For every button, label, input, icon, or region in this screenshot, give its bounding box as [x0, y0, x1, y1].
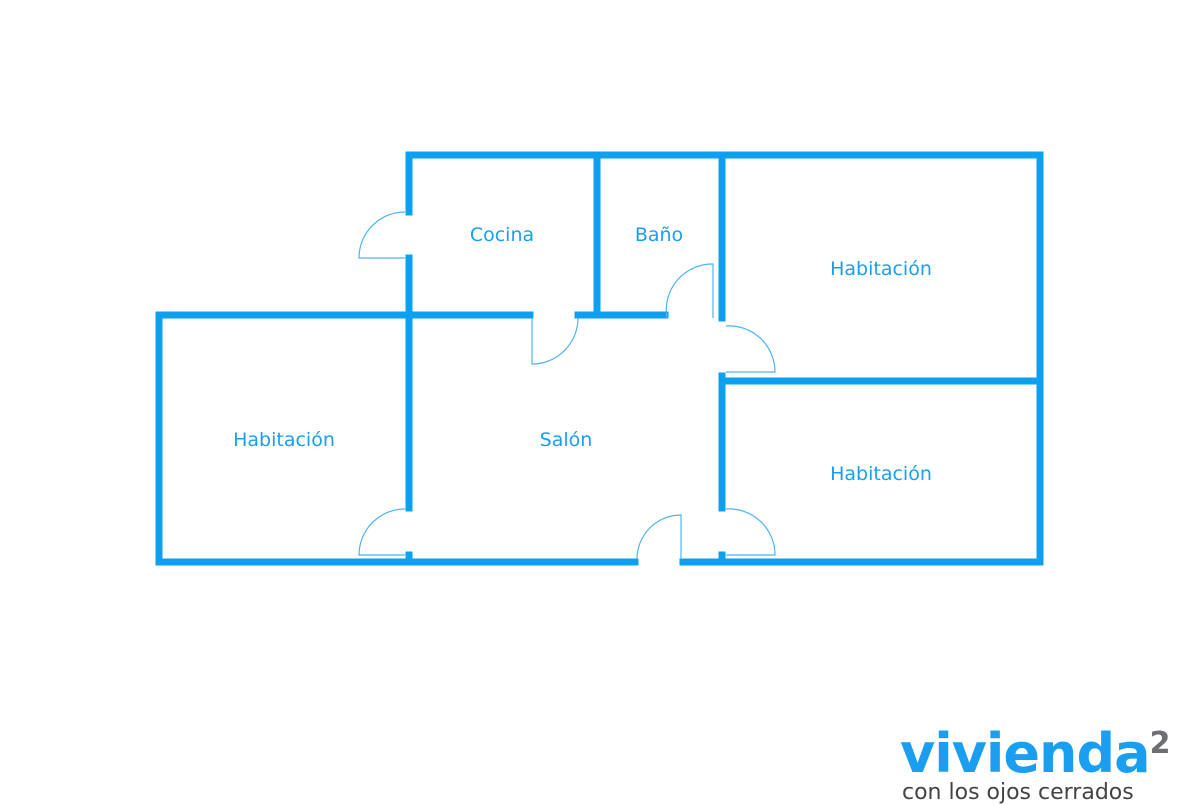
door-kitchen-exterior: [358, 211, 406, 259]
door-kitchen: [531, 317, 579, 365]
walls: [155, 151, 1044, 566]
logo-superscript: 2: [1149, 726, 1171, 761]
door-bedroom-bottom-right: [725, 508, 776, 556]
brand-logo: vivienda2 con los ojos cerrados: [900, 722, 1171, 805]
logo-tagline: con los ojos cerrados: [902, 780, 1134, 805]
room-label-bedroom-top-right: Habitación: [830, 258, 932, 280]
room-label-living-room: Salón: [540, 429, 593, 451]
logo-name: vivienda: [900, 722, 1151, 785]
room-label-bedroom-bottom-right: Habitación: [830, 463, 932, 485]
door-main-entrance: [636, 514, 682, 560]
room-label-bedroom-left: Habitación: [233, 429, 335, 451]
door-bedroom-left: [358, 508, 406, 556]
door-bathroom: [665, 263, 714, 319]
doors: [358, 211, 776, 560]
room-label-bathroom: Baño: [635, 224, 683, 246]
room-label-kitchen: Cocina: [470, 224, 534, 246]
door-bedroom-top-right: [725, 325, 776, 373]
